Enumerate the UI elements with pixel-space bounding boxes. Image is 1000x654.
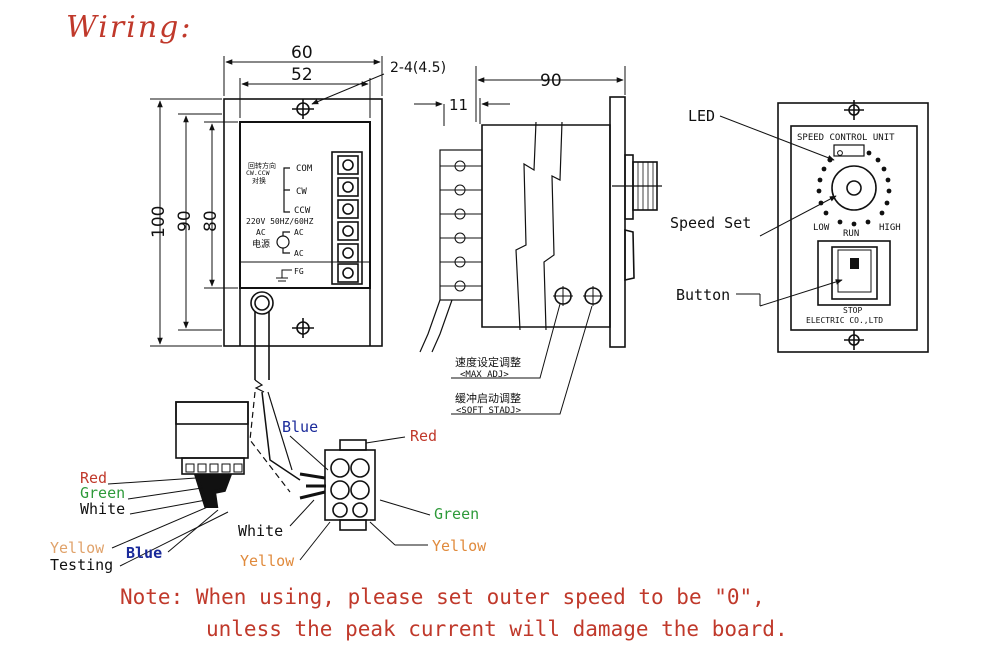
stop-label: STOP: [843, 306, 862, 315]
wire-right-red: Red: [410, 427, 437, 445]
terminal-ac-label: AC: [256, 228, 266, 237]
wire-left-white: White: [80, 500, 125, 518]
dim-90-depth: 90: [540, 71, 562, 91]
dim-80: 80: [201, 210, 221, 232]
wire-left-red: Red: [80, 469, 107, 487]
speed-led-ring: [816, 150, 892, 227]
wire-mid-blue: Blue: [282, 418, 318, 436]
wire-mid-yellow: Yellow: [240, 552, 295, 570]
front-panel: [777, 100, 929, 353]
wire-right-yellow: Yellow: [432, 537, 487, 555]
rotation-direction-label-en: CW.CCW: [246, 169, 270, 177]
dim-11: 11: [449, 96, 468, 114]
rotation-direction-label-cn: 回转方向: [248, 161, 276, 170]
wire-mid-white: White: [238, 522, 283, 540]
wire-right-green: Green: [434, 505, 479, 523]
note-line-1: Note: When using, please set outer speed…: [120, 585, 765, 609]
soft-start-label-en: <SOFT STADJ>: [456, 406, 522, 416]
max-adj-label-en: <MAX ADJ>: [460, 370, 509, 380]
led-callout: LED: [688, 107, 715, 125]
speed-set-callout: Speed Set: [670, 214, 751, 232]
terminal-ac1: AC: [294, 228, 304, 237]
power-rating: 220V 50HZ/60HZ: [246, 217, 314, 226]
button-callout: Button: [676, 286, 730, 304]
max-adj-label-cn: 速度设定调整: [455, 355, 521, 369]
terminal-fg: FG: [294, 267, 304, 276]
wire-left-yellow: Yellow: [50, 539, 105, 557]
dim-hole: 2-4(4.5): [390, 60, 446, 76]
terminal-com: COM: [296, 164, 313, 174]
wire-left-blue: Blue: [126, 544, 162, 562]
soft-start-label-cn: 缓冲启动调整: [455, 391, 521, 405]
dim-90-vertical: 90: [175, 210, 195, 232]
diagram-title: Wiring:: [66, 10, 192, 45]
dim-52: 52: [291, 65, 313, 85]
rotation-direction-label-swap: 对换: [252, 176, 266, 185]
speed-run-label: RUN: [843, 229, 859, 239]
speed-high-label: HIGH: [879, 223, 901, 233]
dim-100: 100: [149, 206, 169, 238]
control-connector: [249, 391, 376, 531]
note-line-2: unless the peak current will damage the …: [206, 617, 788, 641]
wire-left-green: Green: [80, 484, 125, 502]
power-label-cn: 电源: [252, 238, 270, 250]
panel-header: SPEED CONTROL UNIT: [797, 133, 895, 143]
terminal-cw: CW: [296, 187, 307, 197]
dim-60: 60: [291, 43, 313, 63]
terminal-ccw: CCW: [294, 206, 311, 216]
speed-low-label: LOW: [813, 223, 830, 233]
maker-label: ELECTRIC CO.,LTD: [806, 316, 883, 325]
terminal-ac2: AC: [294, 249, 304, 258]
side-view: [419, 96, 662, 415]
wire-left-testing: Testing: [50, 556, 113, 574]
terminal-view: [223, 98, 383, 393]
